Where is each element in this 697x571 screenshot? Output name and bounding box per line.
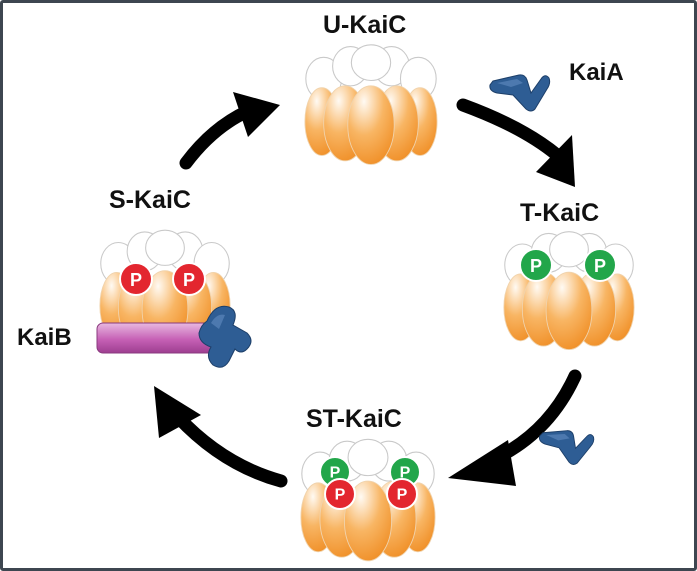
u-kaic-label: U-KaiC: [323, 11, 406, 39]
svg-text:P: P: [330, 465, 341, 482]
s-kaic-label: S-KaiC: [109, 186, 191, 214]
arrow-st-to-s-head: [154, 386, 201, 438]
phospho-site-red-s-2: P: [172, 262, 206, 296]
u-kaic-complex: [304, 44, 438, 165]
svg-text:P: P: [335, 487, 346, 504]
arrow-s-to-u: [179, 104, 255, 170]
st-kaic-complex: P P P P: [300, 438, 436, 562]
phospho-site-red-st-2: P: [386, 478, 418, 510]
svg-text:P: P: [130, 270, 142, 290]
arrow-t-to-st-head: [448, 440, 516, 486]
transition-arrows: [154, 92, 582, 488]
svg-text:P: P: [397, 487, 408, 504]
arrow-u-to-t-head: [536, 135, 575, 187]
svg-text:P: P: [183, 270, 195, 290]
phospho-site-red-s-1: P: [119, 262, 153, 296]
s-kaic-complex: P P: [99, 229, 231, 349]
kaia-protein-bound: [198, 305, 252, 368]
svg-text:P: P: [530, 256, 542, 276]
kaia-protein: [489, 74, 551, 112]
phospho-site-green-1: P: [519, 248, 553, 282]
arrow-s-to-u-head: [233, 92, 280, 137]
kaib-label: KaiB: [17, 324, 72, 351]
st-kaic-label: ST-KaiC: [306, 405, 402, 433]
kaia-protein-released: [535, 426, 596, 468]
arrow-u-to-t: [456, 98, 564, 162]
t-kaic-label: T-KaiC: [520, 199, 599, 227]
phospho-site-green-2: P: [583, 248, 617, 282]
t-kaic-complex: P P: [503, 231, 635, 351]
svg-text:P: P: [400, 465, 411, 482]
arrow-st-to-s: [171, 410, 288, 488]
kai-cycle-diagram: U-KaiC KaiA T-KaiC P P ST-KaiC P P: [17, 11, 635, 562]
kaia-label: KaiA: [569, 59, 624, 86]
phospho-site-red-st-1: P: [324, 478, 356, 510]
svg-text:P: P: [594, 256, 606, 276]
